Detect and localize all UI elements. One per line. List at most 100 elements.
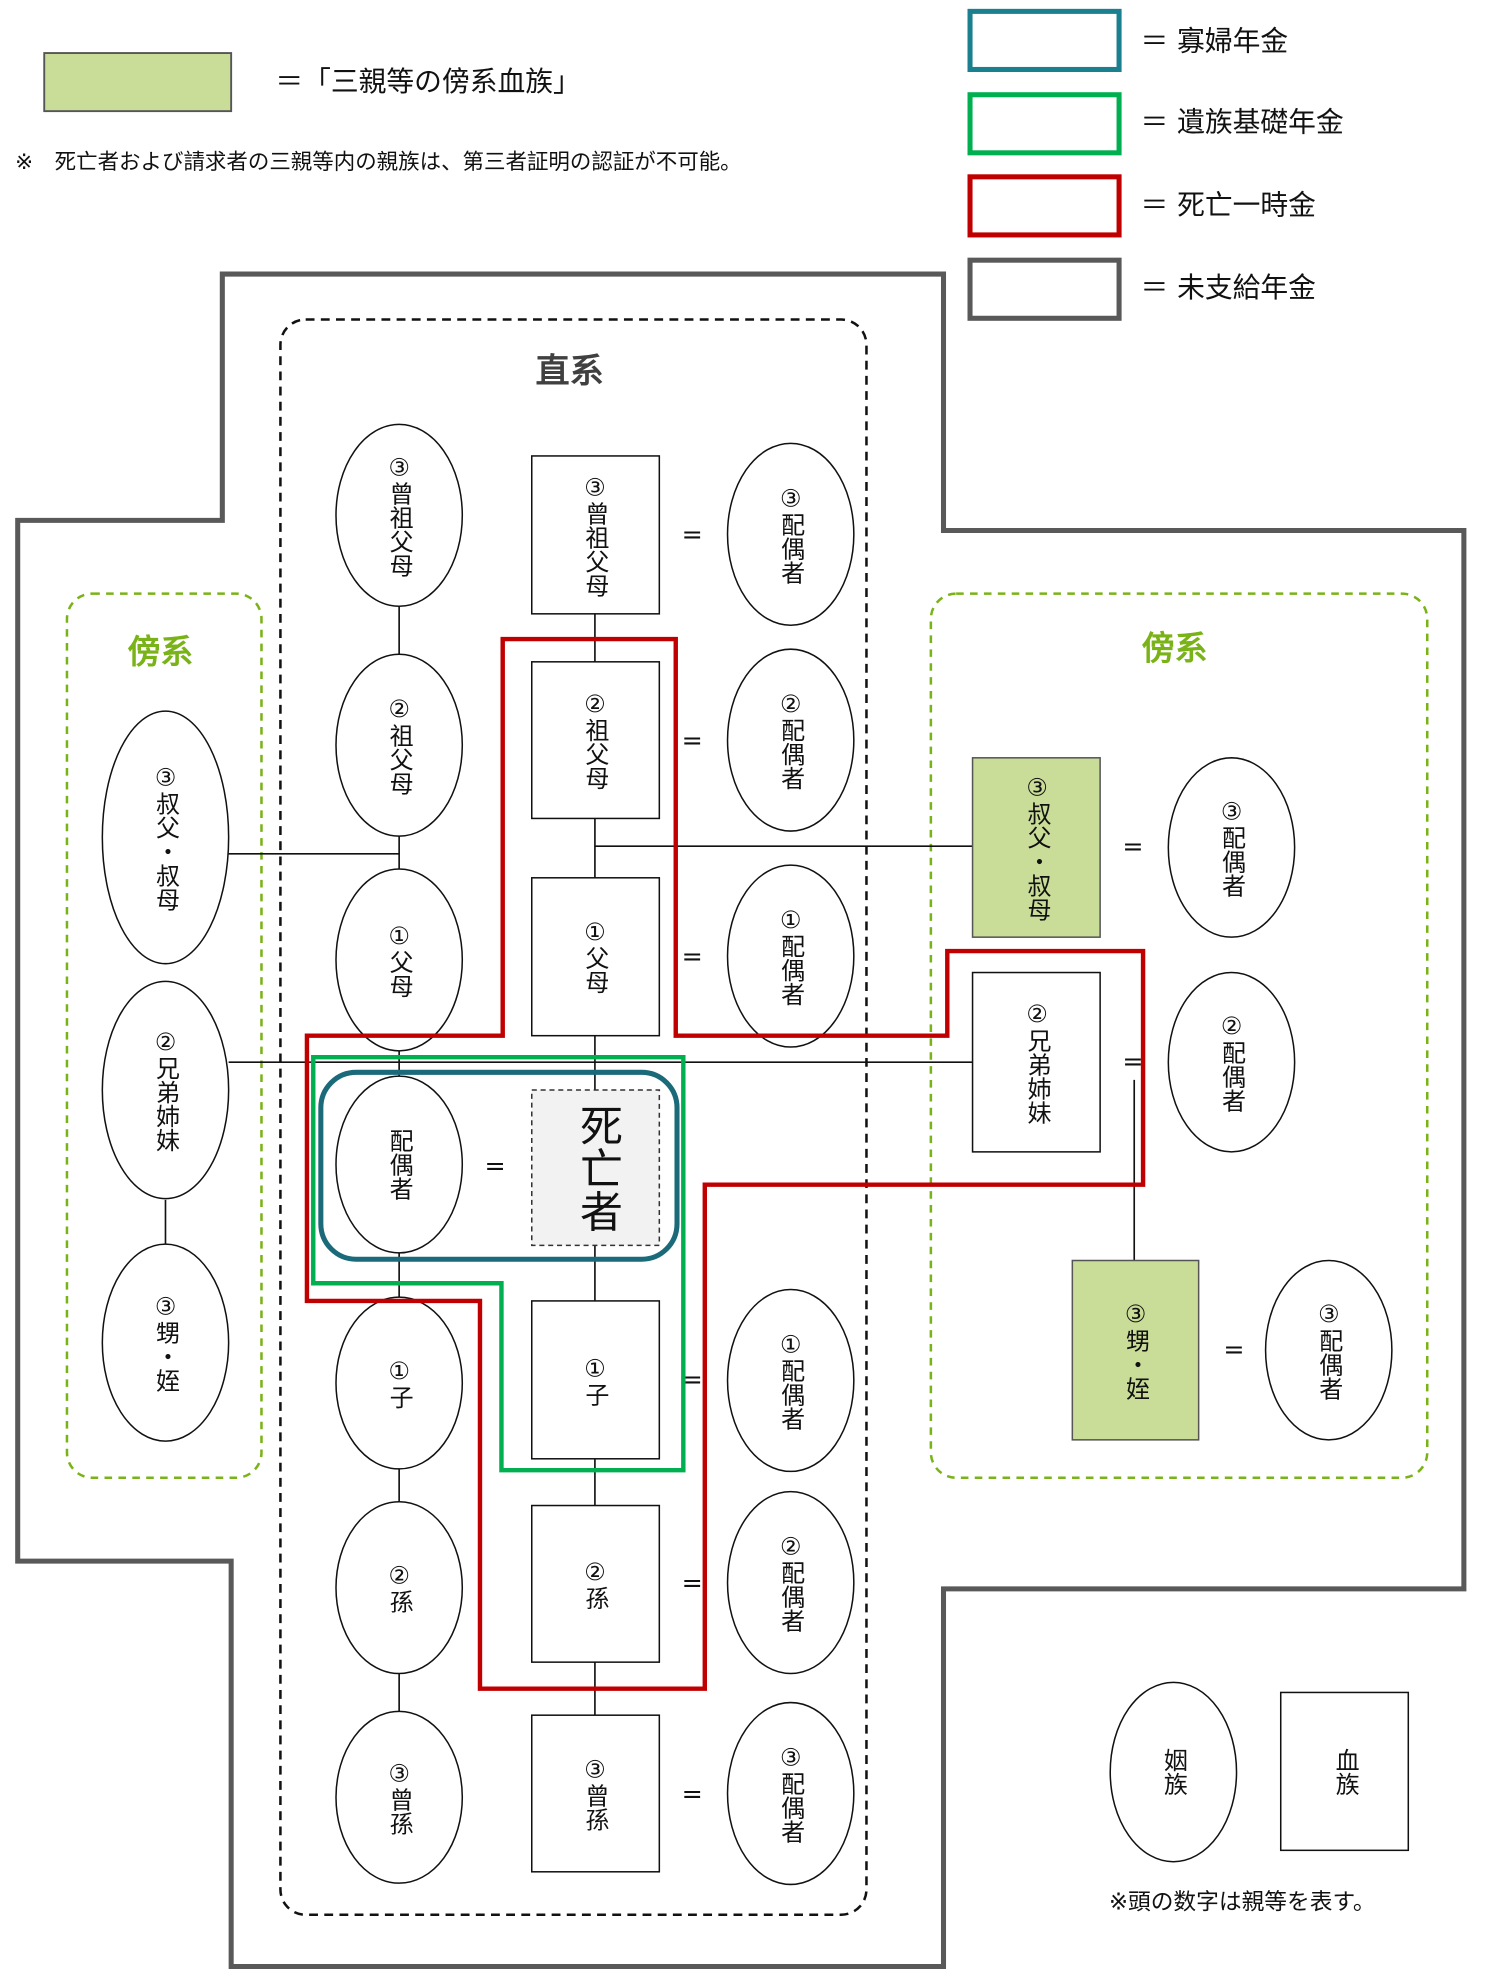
node-spouse — [335, 1075, 464, 1254]
legend-widow-label: ＝ 寡婦年金 — [1141, 25, 1289, 58]
node-label: ②祖父母 — [385, 695, 413, 795]
node-label: 死亡者 — [572, 1104, 622, 1233]
node-great-grandparents — [531, 455, 661, 615]
left-lineal-column: ③曾祖父母 ②祖父母 ①父母 配偶者 ①子 ②孫 ③曾孫 — [335, 423, 464, 1884]
node-spouse-great-grandchild — [726, 1701, 855, 1886]
equals-sign: = — [1122, 1047, 1143, 1076]
legend-lumpsum-swatch — [967, 174, 1122, 238]
node-grandparents — [531, 661, 661, 820]
legend-collateral-swatch — [43, 52, 233, 113]
legend-collateral-label: ＝「三親等の傍系血族」 — [275, 65, 580, 98]
key-affinity-label: 姻族 — [1159, 1748, 1187, 1796]
unpaid-pension-area — [15, 271, 1467, 1970]
equals-sign: = — [682, 520, 703, 549]
node-uncle-aunt-spouse — [1167, 757, 1296, 938]
node-siblings — [971, 971, 1101, 1153]
node-label: ③曾祖父母 — [385, 453, 413, 577]
node-label: ①配偶者 — [777, 906, 805, 1006]
node-label: ②祖父母 — [581, 690, 609, 790]
node-label: ③配偶者 — [1315, 1300, 1343, 1400]
node-great-grandchild-inlaw — [335, 1710, 464, 1884]
node-parents-inlaw — [335, 868, 464, 1052]
node-grandchild-inlaw — [335, 1500, 464, 1675]
legend-survivor-swatch — [967, 92, 1122, 156]
equals-sign: = — [1122, 832, 1143, 861]
key-note: ※頭の数字は親等を表す。 — [1109, 1890, 1376, 1916]
node-label: ②配偶者 — [1217, 1012, 1245, 1112]
node-spouse-child — [726, 1288, 855, 1473]
node-parents — [531, 877, 661, 1037]
node-label: ①配偶者 — [777, 1330, 805, 1430]
node-label: ②兄弟姉妹 — [151, 1028, 179, 1152]
node-nephew-niece-inlaw — [101, 1243, 230, 1442]
node-nephew-niece-spouse — [1264, 1259, 1393, 1441]
node-spouse-grandchild — [726, 1490, 855, 1675]
left-collateral-column: ③叔父・叔母 ②兄弟姉妹 ③甥・姪 — [101, 710, 230, 1442]
node-label: ①父母 — [385, 922, 413, 998]
node-label: ③曾孫 — [385, 1759, 413, 1835]
node-label: 配偶者 — [385, 1129, 413, 1201]
legend-lumpsum-label: ＝ 死亡一時金 — [1141, 189, 1316, 222]
equals-sign: = — [682, 1365, 703, 1394]
equals-sign: = — [682, 726, 703, 755]
node-child-inlaw — [335, 1296, 464, 1470]
node-great-grandparents-inlaw — [335, 423, 464, 608]
left-collateral-heading: 傍系 — [128, 633, 194, 671]
node-label: ①父母 — [581, 918, 609, 994]
center-lineal-column: ③曾祖父母 ②祖父母 ①父母 死亡者 ①子 ②孫 ③曾孫 — [531, 455, 661, 1873]
node-spouse-great-grandparents — [726, 442, 855, 626]
lineal-group — [279, 318, 868, 1917]
node-siblings-inlaw — [101, 980, 230, 1200]
right-collateral-heading: 傍系 — [1142, 629, 1208, 667]
node-label: ①子 — [581, 1354, 609, 1406]
equals-sign: = — [485, 1152, 506, 1181]
right-collateral-column: ③叔父・叔母 ③配偶者 ②兄弟姉妹 ②配偶者 ③甥・姪 ③配偶者 — [971, 757, 1393, 1441]
equals-sign: = — [682, 942, 703, 971]
node-uncle-aunt-inlaw — [101, 710, 230, 965]
node-label: ②配偶者 — [777, 690, 805, 790]
node-label: ②配偶者 — [777, 1533, 805, 1633]
node-spouse-grandparents — [726, 648, 855, 832]
equals-sign: = — [682, 1568, 703, 1597]
node-child — [531, 1300, 661, 1460]
legend-unpaid-label: ＝ 未支給年金 — [1141, 271, 1316, 304]
equals-sign: = — [682, 1779, 703, 1808]
node-label: ③甥・姪 — [1121, 1300, 1149, 1400]
node-label: ③配偶者 — [777, 1744, 805, 1844]
lump-sum-death-benefit-area — [304, 636, 1146, 1691]
node-label: ③配偶者 — [1217, 797, 1245, 897]
survivor-basic-pension-area — [311, 1054, 686, 1473]
node-grandchild — [531, 1504, 661, 1663]
node-label: ③甥・姪 — [151, 1293, 179, 1393]
left-collateral-group — [65, 592, 263, 1480]
lineal-heading: 直系 — [536, 352, 604, 392]
legend-unpaid-swatch — [967, 257, 1122, 321]
node-label: ①子 — [385, 1357, 413, 1409]
legend-widow-swatch — [967, 8, 1122, 72]
node-label: ③叔父・叔母 — [151, 763, 179, 911]
node-label: ③曾祖父母 — [581, 474, 609, 598]
node-siblings-spouse — [1167, 971, 1296, 1153]
node-spouse-parents — [726, 864, 855, 1048]
spouse-column: ③配偶者 ②配偶者 ①配偶者 ①配偶者 ②配偶者 ③配偶者 — [726, 442, 855, 1886]
widow-pension-area — [318, 1069, 680, 1262]
node-nephew-niece — [1071, 1259, 1200, 1441]
legend-survivor-label: ＝ 遺族基礎年金 — [1141, 105, 1344, 138]
legend-note: ※ 死亡者および請求者の三親等内の親族は、第三者証明の認証が不可能。 — [15, 150, 741, 175]
node-label: ②孫 — [385, 1562, 413, 1614]
key-affinity-ellipse — [1109, 1681, 1238, 1863]
key-blood-label: 血族 — [1331, 1748, 1359, 1796]
equals-sign: = — [1223, 1335, 1244, 1364]
node-uncle-aunt — [971, 757, 1101, 938]
marriage-signs: = = = = = = = = = = — [485, 520, 1245, 1808]
node-great-grandchild — [531, 1714, 661, 1873]
node-label: ③叔父・叔母 — [1023, 774, 1051, 922]
key-blood-box — [1279, 1691, 1410, 1852]
node-deceased — [531, 1089, 661, 1247]
node-label: ③配偶者 — [777, 484, 805, 584]
node-label: ②孫 — [581, 1558, 609, 1610]
node-label: ②兄弟姉妹 — [1023, 1000, 1051, 1124]
node-label: ③曾孫 — [581, 1756, 609, 1832]
right-collateral-group — [929, 592, 1429, 1480]
